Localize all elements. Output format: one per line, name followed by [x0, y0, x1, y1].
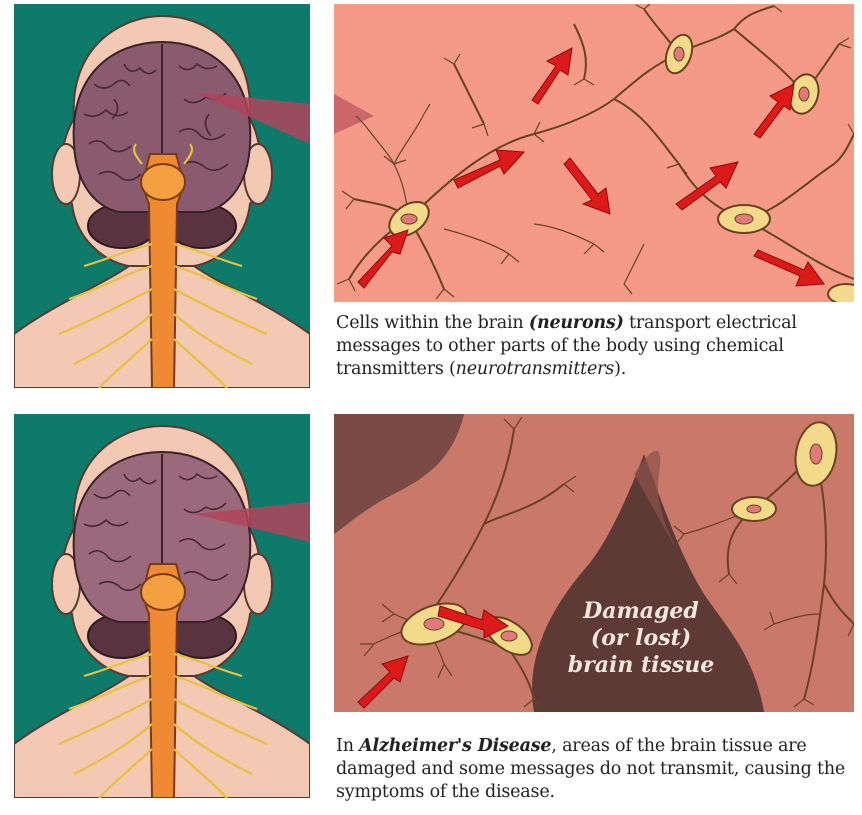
damaged-label-line-2: (or lost)	[556, 625, 726, 652]
damaged-label-line-3: brain tissue	[556, 652, 726, 679]
damaged-label-line-1: Damaged	[556, 598, 726, 625]
damaged-tissue-label: Damaged (or lost) brain tissue	[556, 598, 726, 679]
healthy-caption-text-1: Cells within the brain	[336, 313, 529, 333]
alzheimers-caption: In Alzheimer's Disease, areas of the bra…	[336, 735, 856, 804]
healthy-caption: Cells within the brain (neurons) transpo…	[336, 312, 856, 381]
healthy-caption-neurotransmitters: neurotransmitters	[456, 359, 614, 379]
healthy-neurons-illustration	[334, 4, 854, 302]
healthy-caption-neurons: (neurons)	[529, 313, 624, 333]
healthy-caption-text-3: ).	[614, 359, 626, 379]
alzheimers-caption-text-1: In	[336, 736, 359, 756]
healthy-head-illustration	[14, 4, 310, 388]
alzheimers-caption-disease: Alzheimer's Disease	[359, 736, 551, 756]
alzheimers-head-illustration	[14, 414, 310, 798]
